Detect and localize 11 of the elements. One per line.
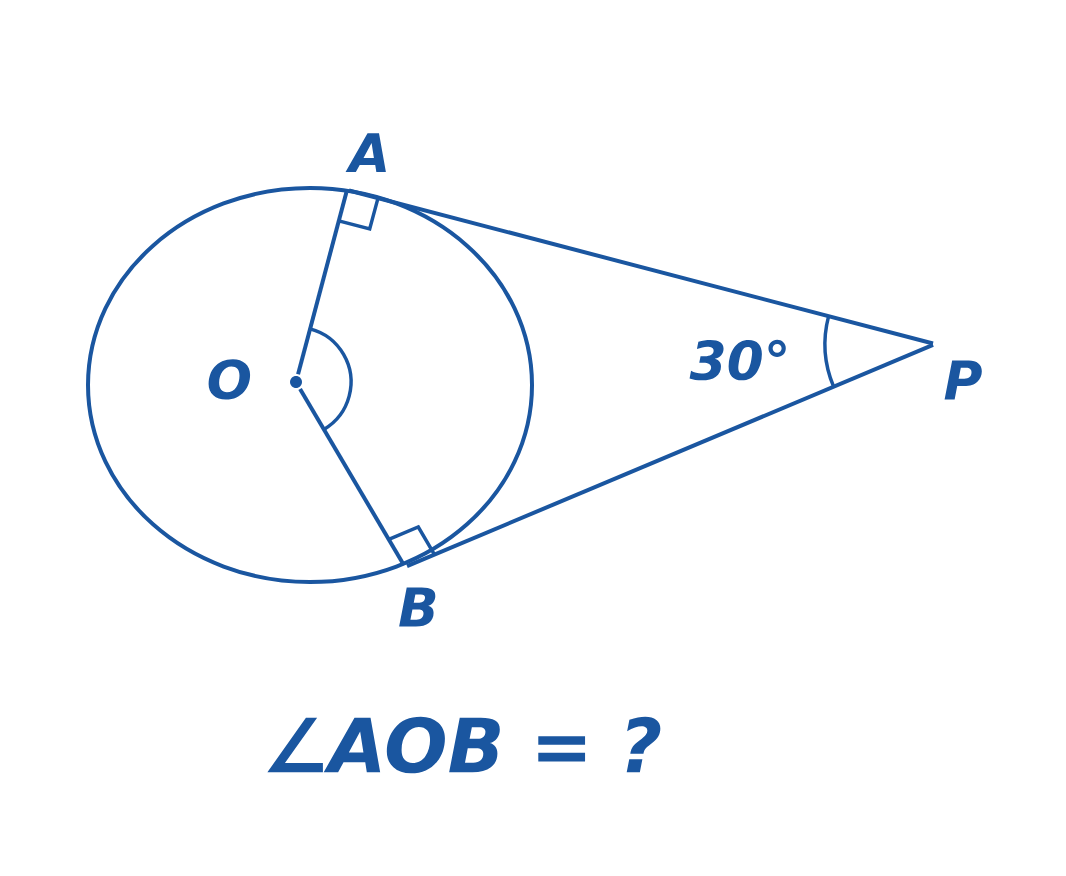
angle-label: 30° bbox=[689, 339, 786, 381]
line-segment bbox=[406, 343, 934, 568]
line-segment bbox=[298, 387, 406, 567]
point: B bbox=[399, 587, 436, 627]
point: O bbox=[208, 359, 302, 400]
line-segment bbox=[348, 188, 934, 346]
point: P bbox=[944, 360, 982, 400]
question-text: ∠AOB = ? bbox=[267, 716, 661, 774]
node-label: O bbox=[208, 359, 251, 400]
point: A bbox=[345, 133, 386, 173]
line-segment bbox=[296, 191, 349, 375]
